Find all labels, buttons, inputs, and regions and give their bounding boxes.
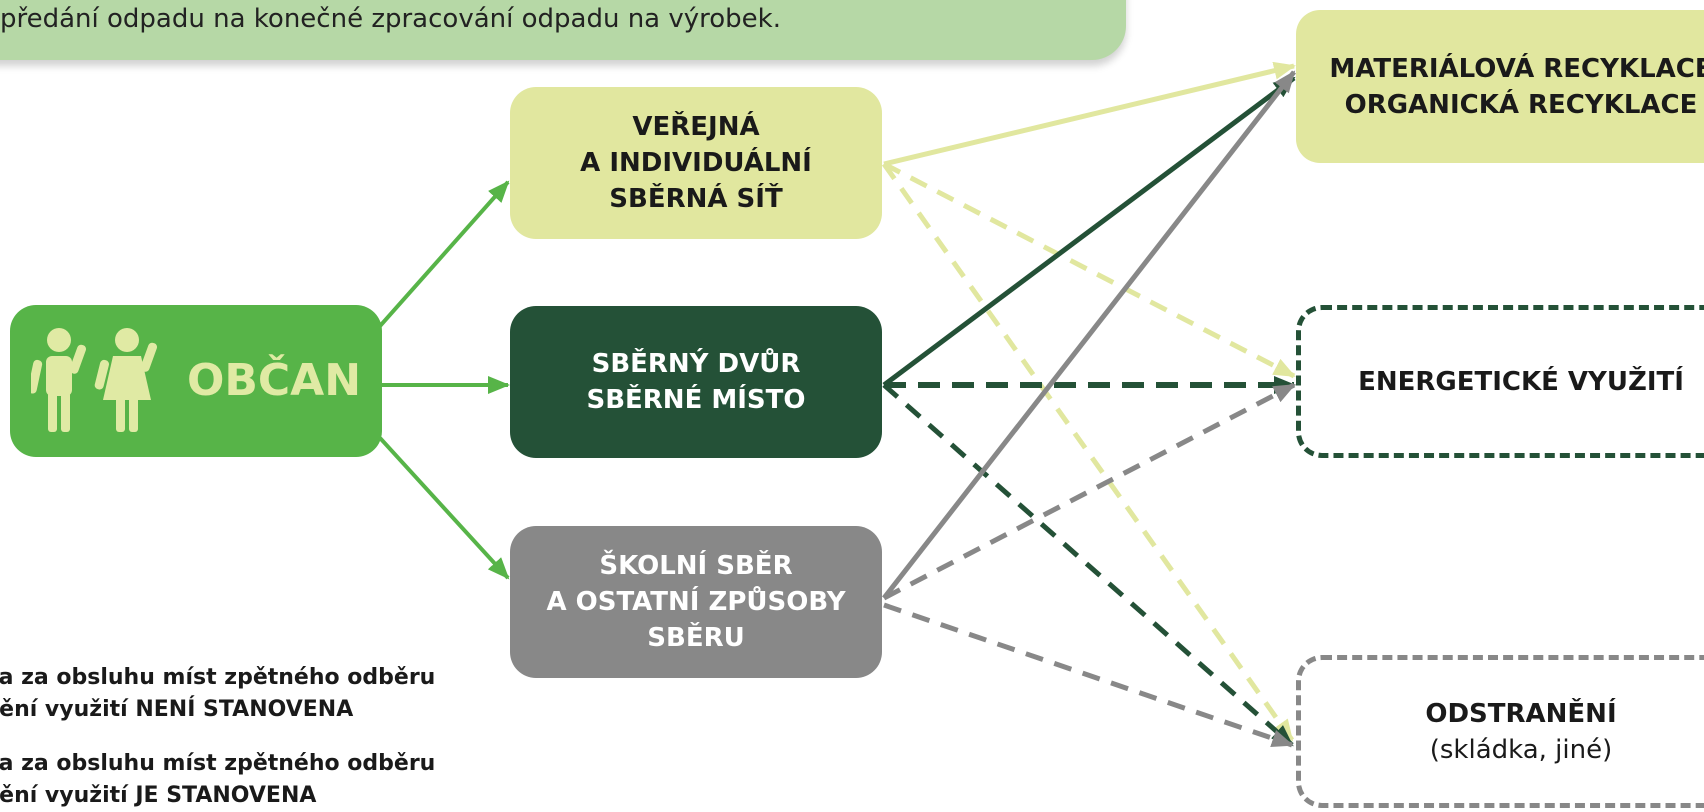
node-subtitle: (skládka, jiné) bbox=[1429, 734, 1613, 765]
arrow-skolni-energie bbox=[882, 382, 1296, 601]
node-skolni-sber: ŠKOLNÍ SBĚR A OSTATNÍ ZPŮSOBY SBĚRU bbox=[510, 526, 882, 678]
node-line: ENERGETICKÉ VYUŽITÍ bbox=[1358, 366, 1684, 397]
node-recyklace: MATERIÁLOVÁ RECYKLACE ORGANICKÁ RECYKLAC… bbox=[1296, 10, 1704, 163]
node-line: SBĚRNÉ MÍSTO bbox=[586, 385, 806, 415]
node-line: MATERIÁLOVÁ RECYKLACE bbox=[1329, 53, 1704, 84]
node-energeticke-vyuziti: ENERGETICKÉ VYUŽITÍ bbox=[1296, 305, 1704, 458]
node-obcan: OBČAN bbox=[10, 305, 382, 457]
arrow-verejna-odstraneni bbox=[881, 162, 1295, 742]
banner-text: předání odpadu na konečné zpracování odp… bbox=[0, 4, 781, 34]
arrow-obcan-verejna bbox=[378, 180, 510, 328]
arrow-skolni-recyklace bbox=[882, 70, 1296, 600]
arrow-dvur-odstraneni bbox=[882, 383, 1294, 747]
node-title: ODSTRANĚNÍ bbox=[1425, 698, 1617, 729]
node-line: A INDIVIDUÁLNÍ bbox=[580, 148, 812, 178]
legend-line: ištění využití NENÍ STANOVENA bbox=[0, 697, 354, 722]
arrow-obcan-skolni bbox=[378, 436, 510, 580]
legend-line: ěna za obsluhu míst zpětného odběru bbox=[0, 751, 436, 776]
node-line: VEŘEJNÁ bbox=[632, 112, 760, 142]
node-obcan-label: OBČAN bbox=[186, 355, 362, 406]
node-line: ŠKOLNÍ SBĚR bbox=[599, 551, 793, 581]
legend-line: ěna za obsluhu míst zpětného odběru bbox=[0, 665, 436, 690]
node-line: SBĚRU bbox=[647, 623, 745, 653]
legend-line: ištění využití JE STANOVENA bbox=[0, 783, 317, 808]
legend-set: ěna za obsluhu míst zpětného odběru iště… bbox=[0, 748, 435, 812]
node-odstraneni: ODSTRANĚNÍ (skládka, jiné) bbox=[1296, 655, 1704, 808]
node-line: ORGANICKÁ RECYKLACE bbox=[1344, 89, 1698, 120]
node-verejna-sit: VEŘEJNÁ A INDIVIDUÁLNÍ SBĚRNÁ SÍŤ bbox=[510, 87, 882, 239]
arrow-verejna-recyklace bbox=[883, 61, 1296, 167]
arrow-verejna-energie bbox=[882, 161, 1296, 379]
citizens-icon bbox=[30, 326, 171, 436]
arrow-skolni-odstraneni bbox=[883, 602, 1294, 748]
legend-not-set: ěna za obsluhu míst zpětného odběru iště… bbox=[0, 662, 435, 726]
arrow-dvur-recyklace bbox=[882, 75, 1296, 388]
node-line: A OSTATNÍ ZPŮSOBY bbox=[546, 587, 846, 617]
node-line: SBĚRNÝ DVŮR bbox=[591, 349, 801, 379]
node-line: SBĚRNÁ SÍŤ bbox=[609, 184, 783, 214]
node-sberny-dvur: SBĚRNÝ DVŮR SBĚRNÉ MÍSTO bbox=[510, 306, 882, 458]
info-banner: předání odpadu na konečné zpracování odp… bbox=[0, 0, 1126, 60]
